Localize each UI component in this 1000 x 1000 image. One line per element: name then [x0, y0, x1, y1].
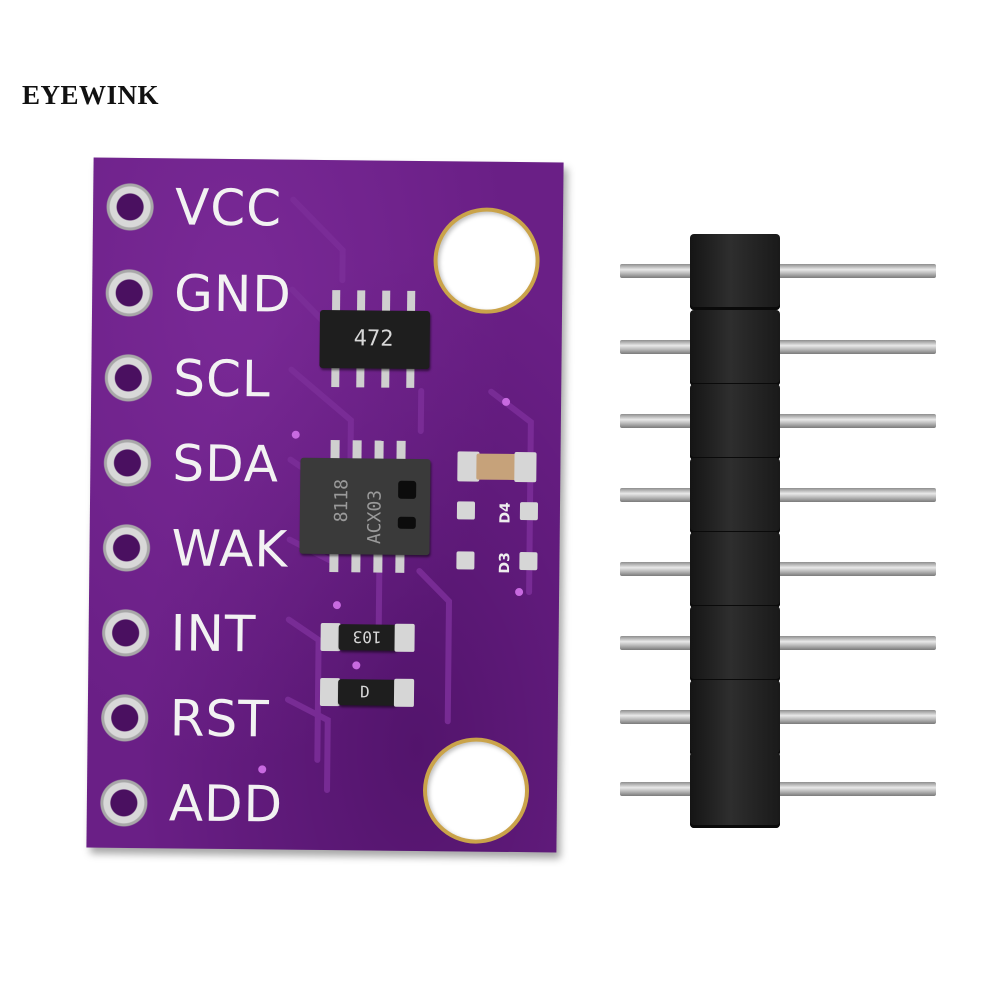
- chip-leg: [381, 365, 390, 388]
- header-housing-segment: [690, 532, 780, 608]
- chip-leg: [382, 290, 391, 313]
- pin-label-add: ADD: [168, 774, 284, 834]
- resistor-array-chip: 472: [319, 309, 431, 370]
- chip-leg: [329, 552, 339, 573]
- header-housing-segment: [690, 384, 780, 460]
- pin-label-gnd: GND: [173, 264, 293, 324]
- sensor-window: [397, 516, 416, 529]
- diode-pad: [393, 678, 415, 707]
- mounting-hole-bottom: [426, 741, 526, 841]
- pin-label-wak: WAK: [171, 519, 289, 579]
- pin-header-strip: [620, 230, 940, 830]
- header-housing-segment: [690, 606, 780, 682]
- pin-pad-int: [100, 607, 151, 659]
- chip-leg: [356, 365, 365, 388]
- resistor-pad: [394, 623, 415, 652]
- chip-leg: [351, 552, 361, 573]
- chip-leg: [395, 552, 405, 573]
- header-housing-segment: [690, 234, 780, 310]
- chip-leg: [332, 290, 341, 313]
- mounting-hole-top: [437, 211, 537, 311]
- header-housing-segment: [690, 458, 780, 534]
- pin-label-scl: SCL: [173, 349, 272, 409]
- sensor-window: [398, 480, 417, 499]
- diode: D: [337, 679, 397, 706]
- pin-pad-vcc: [104, 181, 156, 233]
- sensor-chip-marking-1: 8118: [330, 478, 353, 523]
- pin-label-rst: RST: [169, 689, 271, 749]
- pin-pad-gnd: [103, 267, 155, 319]
- sensor-breakout-board: VCC GND SCL SDA WAK INT RST ADD 472 8118…: [86, 157, 564, 853]
- chip-leg: [357, 290, 366, 313]
- capacitor-pad: [514, 451, 537, 483]
- chip-leg: [373, 552, 383, 573]
- resistor-array-marking: 472: [353, 326, 394, 352]
- pin-pad-wak: [101, 522, 152, 574]
- sensor-chip: 8118 ACX03: [299, 457, 431, 556]
- pin-label-vcc: VCC: [174, 178, 283, 238]
- resistor-103: 103: [338, 624, 397, 651]
- silkscreen-d3: D3: [496, 552, 514, 574]
- chip-leg: [407, 290, 416, 313]
- capacitor: [476, 453, 517, 481]
- silkscreen-d4: D4: [497, 502, 514, 524]
- header-housing-segment: [690, 752, 780, 828]
- diode-marking: D: [359, 682, 370, 702]
- led-pad: [456, 551, 475, 570]
- led-pad: [456, 501, 476, 520]
- pin-pad-rst: [99, 692, 151, 744]
- chip-leg: [331, 365, 340, 388]
- pin-label-sda: SDA: [172, 434, 280, 494]
- header-housing-segment: [690, 680, 780, 756]
- header-housing-segment: [690, 310, 780, 386]
- led-pad: [519, 552, 538, 571]
- chip-leg: [406, 365, 415, 388]
- resistor-marking: 103: [352, 627, 382, 647]
- pin-pad-add: [98, 777, 150, 829]
- sensor-chip-marking-2: ACX03: [364, 489, 386, 545]
- pin-pad-sda: [102, 437, 153, 489]
- pin-pad-scl: [103, 352, 154, 404]
- pin-label-int: INT: [170, 604, 257, 664]
- watermark-text: EYEWINK: [22, 80, 160, 110]
- led-pad: [519, 502, 539, 521]
